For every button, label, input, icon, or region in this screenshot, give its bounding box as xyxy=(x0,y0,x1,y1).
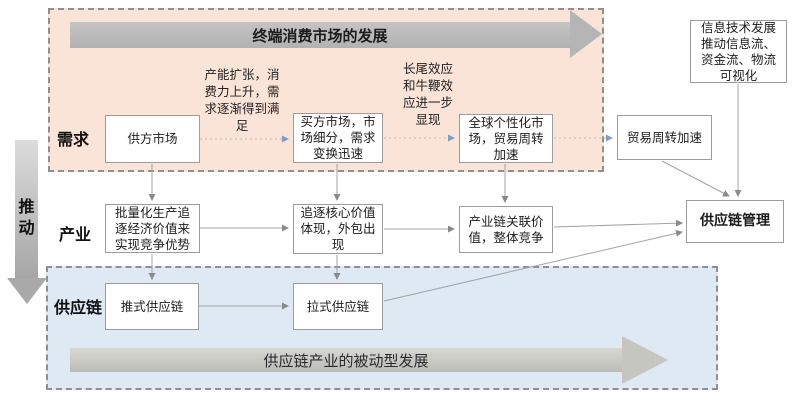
bottom-banner-title: 供应链产业的被动型发展 xyxy=(263,351,429,370)
top-banner-title: 终端消费市场的发展 xyxy=(252,26,388,45)
annotation-long-tail-bullwhip: 长尾效应和牛鞭效应进一步显现 xyxy=(402,61,453,127)
node-trade-turnover: 贸易周转加速 xyxy=(617,115,712,160)
node-pull-supply-chain: 拉式供应链 xyxy=(293,283,383,330)
node-mass-production: 批量化生产追逐经济价值来实现竞争优势 xyxy=(105,204,200,253)
connector-industry-chain-to-scm xyxy=(553,219,683,228)
node-supplier-market: 供方市场 xyxy=(105,115,200,163)
node-industry-chain-value: 产业链关联价值，整体竞争 xyxy=(459,206,553,253)
push-down-arrow-shaft xyxy=(15,140,38,278)
node-it-development: 信息技术发展推动信息流、资金流、物流可视化 xyxy=(690,20,787,83)
node-global-personalized-market: 全球个性化市场，贸易周转加速 xyxy=(459,114,553,163)
row-label-supply-chain: 供应链 xyxy=(54,298,103,317)
bottom-banner-arrow-head-icon xyxy=(622,336,668,384)
annotation-capacity-expansion: 产能扩张，消费力上升，需求逐渐得到满足 xyxy=(204,67,280,133)
node-push-supply-chain: 推式供应链 xyxy=(105,283,199,330)
bottom-banner-arrow-body xyxy=(70,348,622,372)
node-core-value: 追逐核心价值体现，外包出现 xyxy=(293,204,383,254)
push-label: 推动 xyxy=(18,197,35,237)
top-banner-arrow-head-icon xyxy=(570,10,602,58)
push-down-arrow-head-icon xyxy=(7,278,47,304)
node-buyer-market: 买方市场，市场细分，需求变换迅速 xyxy=(293,113,383,163)
connector-trade-to-scm xyxy=(661,160,730,197)
row-label-industry: 产业 xyxy=(59,225,92,244)
connector-pull-to-scm xyxy=(383,229,683,302)
top-banner-arrow-body xyxy=(70,22,570,48)
row-label-demand: 需求 xyxy=(57,130,90,149)
node-supply-chain-management: 供应链管理 xyxy=(686,200,784,243)
